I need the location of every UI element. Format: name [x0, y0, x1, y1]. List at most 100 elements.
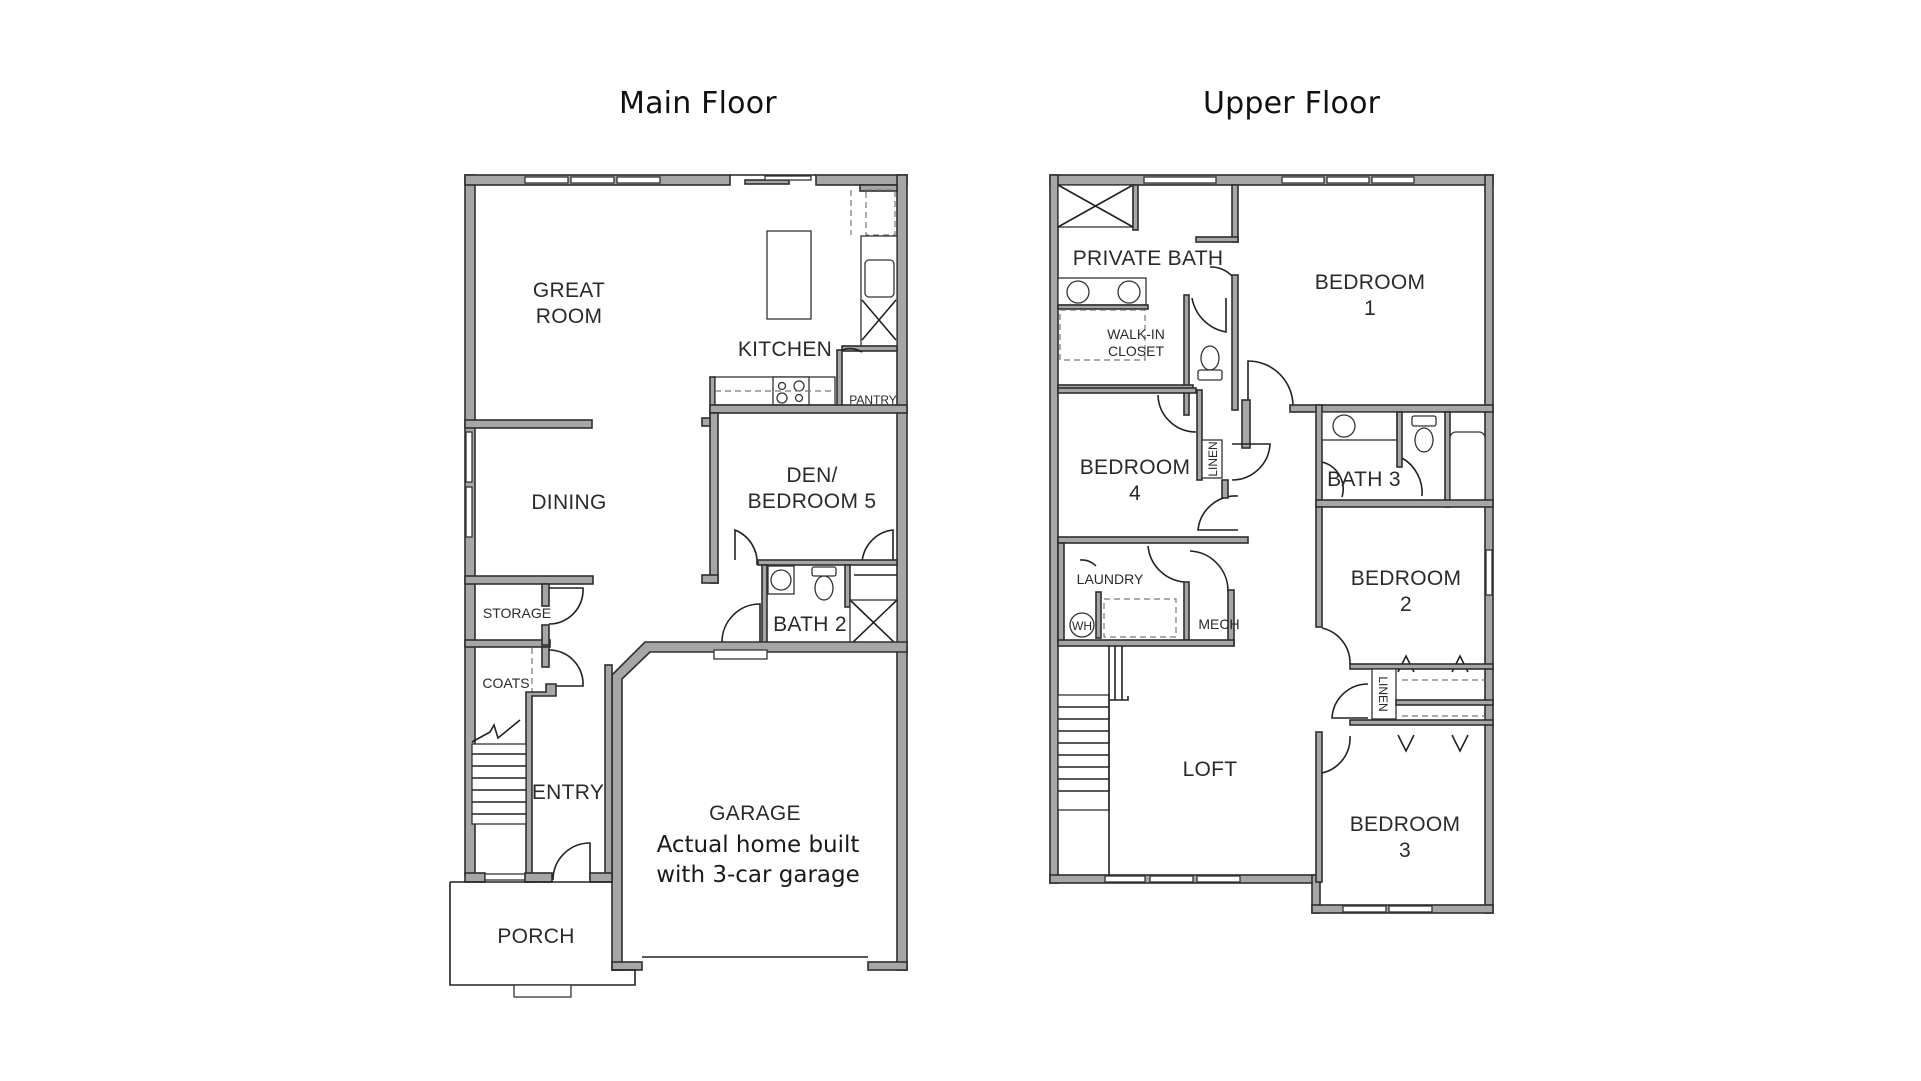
storage-south-wall	[464, 639, 551, 648]
dishwasher-x	[861, 299, 897, 341]
label-great-room: GREAT	[533, 279, 605, 302]
window	[1326, 176, 1370, 184]
entry-south-wall	[589, 872, 613, 883]
label-bedroom-4: 4	[1129, 482, 1141, 505]
label-bedroom-2: 2	[1400, 593, 1412, 616]
washer-dryer	[1103, 598, 1177, 638]
porch-step	[513, 984, 572, 998]
closet-north-wall	[1057, 304, 1149, 310]
entry-south-wall	[524, 872, 553, 883]
toilet-tank	[1197, 369, 1223, 381]
great-room-divider	[464, 419, 593, 429]
label-porch: PORCH	[497, 925, 574, 948]
label-kitchen: KITCHEN	[738, 338, 832, 361]
storage-door-swing	[548, 587, 584, 625]
bed4-south-wall	[1057, 536, 1249, 544]
fridge-wall	[859, 184, 898, 192]
label-bedroom-4: BEDROOM	[1080, 456, 1191, 479]
main-east-wall	[896, 174, 908, 971]
shower-x	[849, 599, 898, 646]
bed4-door-swing	[1197, 495, 1239, 531]
closet-door-swing	[861, 529, 894, 566]
window	[484, 873, 526, 881]
label-bath2: BATH 2	[773, 613, 847, 636]
bed4-closet-door-swing	[1157, 394, 1197, 433]
main-floor-title: Main Floor	[619, 86, 777, 121]
label-den: BEDROOM 5	[748, 490, 877, 513]
toilet-tank	[811, 566, 837, 577]
window	[1196, 875, 1241, 883]
coats-door-swing	[548, 649, 584, 687]
den-west-wall	[709, 412, 719, 584]
den-west-wall-stub	[701, 574, 719, 584]
upper-north-wall	[1049, 174, 1494, 186]
window	[1371, 176, 1415, 184]
bed2-closet-wall	[1349, 663, 1494, 670]
sink	[1066, 280, 1090, 304]
garage-step	[713, 649, 768, 660]
upper-west-wall	[1049, 174, 1059, 884]
bathtub	[1449, 431, 1486, 505]
kitchen-sink	[864, 259, 895, 298]
closet-shelf	[1059, 309, 1146, 361]
linen-closet-2	[1371, 668, 1397, 720]
toilet-bowl	[1200, 345, 1220, 371]
closet-divider	[1395, 699, 1494, 706]
bath2-west-wall	[761, 564, 768, 648]
den-north-wall	[709, 404, 908, 414]
label-bedroom-3: BEDROOM	[1350, 813, 1461, 836]
toilet-bowl	[814, 575, 834, 601]
den-west-wall-stub	[701, 417, 711, 427]
stair-break-line	[471, 719, 521, 743]
hall-wall	[1241, 399, 1251, 449]
bed4-north-wall	[1057, 387, 1197, 394]
bed2-west-wall	[1315, 506, 1323, 628]
label-den: DEN/	[786, 464, 837, 487]
kitchen-island	[766, 230, 812, 320]
burner	[794, 393, 804, 403]
linen-door-swing	[1231, 443, 1271, 481]
bed1-door-swing	[1247, 360, 1294, 407]
bed2-door-swing	[1321, 627, 1351, 665]
laundry-door-swing	[1079, 559, 1097, 567]
front-door-swing	[552, 842, 591, 881]
bifold-door	[1397, 734, 1415, 753]
storage-east-wall	[541, 624, 550, 646]
label-private-bath: PRIVATE BATH	[1073, 247, 1224, 270]
mech-door-swing	[1189, 550, 1229, 593]
laundry-south-wall	[1057, 639, 1235, 647]
wc-door-swing	[1191, 297, 1227, 333]
water-heater	[1069, 612, 1095, 638]
label-great-room: ROOM	[536, 305, 603, 328]
main-north-wall-right	[815, 174, 908, 186]
shower-wall	[1132, 184, 1139, 231]
laundry-main-door-swing	[1147, 545, 1185, 583]
bath2-partition	[844, 564, 851, 608]
bed3-west-wall	[1315, 731, 1323, 883]
window	[616, 176, 661, 184]
garage-south-wall-right	[867, 961, 908, 971]
label-laundry: LAUNDRY	[1077, 571, 1144, 587]
bath3-south-wall	[1315, 499, 1494, 508]
bed3-door-swing	[1321, 735, 1351, 774]
label-loft: LOFT	[1183, 758, 1238, 781]
private-bath-door-swing	[1209, 266, 1233, 277]
burner	[777, 381, 787, 391]
hall-wall	[1221, 479, 1229, 499]
garage-south-wall-left	[611, 961, 643, 971]
garage-note: with 3-car garage	[656, 862, 860, 888]
label-pantry: PANTRY	[849, 393, 897, 407]
bath2-north-wall	[757, 559, 898, 566]
label-coats: COATS	[482, 675, 529, 691]
porch-outline	[449, 882, 636, 986]
label-bedroom-1: 1	[1364, 297, 1376, 320]
label-mech: MECH	[1198, 616, 1239, 632]
bath3-sink	[1332, 414, 1356, 438]
bed1-west-wall	[1231, 274, 1239, 411]
label-bedroom-1: BEDROOM	[1315, 271, 1426, 294]
entry-south-wall	[464, 872, 486, 883]
upper-east-wall	[1484, 174, 1494, 914]
main-stairs	[471, 719, 527, 825]
bed3-closet-wall	[1349, 719, 1494, 726]
window	[465, 431, 473, 483]
